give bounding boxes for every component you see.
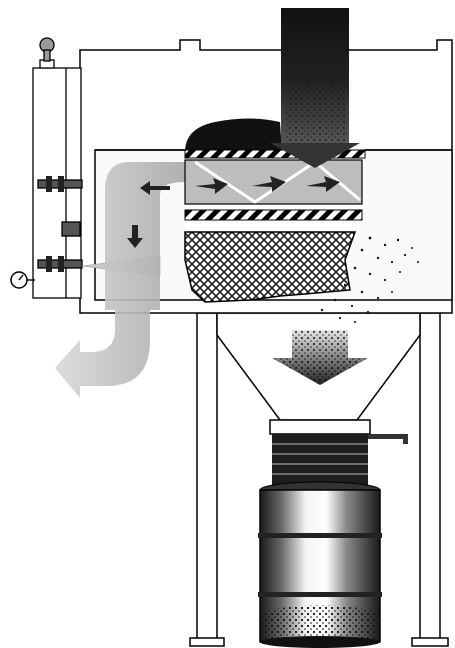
airflow-path xyxy=(55,162,185,398)
falling-dust xyxy=(320,236,419,323)
lower-mesh-filter xyxy=(184,231,357,303)
hopper-dust-arrow xyxy=(272,330,368,385)
air-inlet-duct xyxy=(270,8,360,168)
flex-connector xyxy=(272,434,368,486)
support-legs xyxy=(189,312,449,647)
collection-drum xyxy=(258,481,382,648)
control-panel xyxy=(32,37,83,299)
pressure-gauge-icon xyxy=(10,271,35,289)
